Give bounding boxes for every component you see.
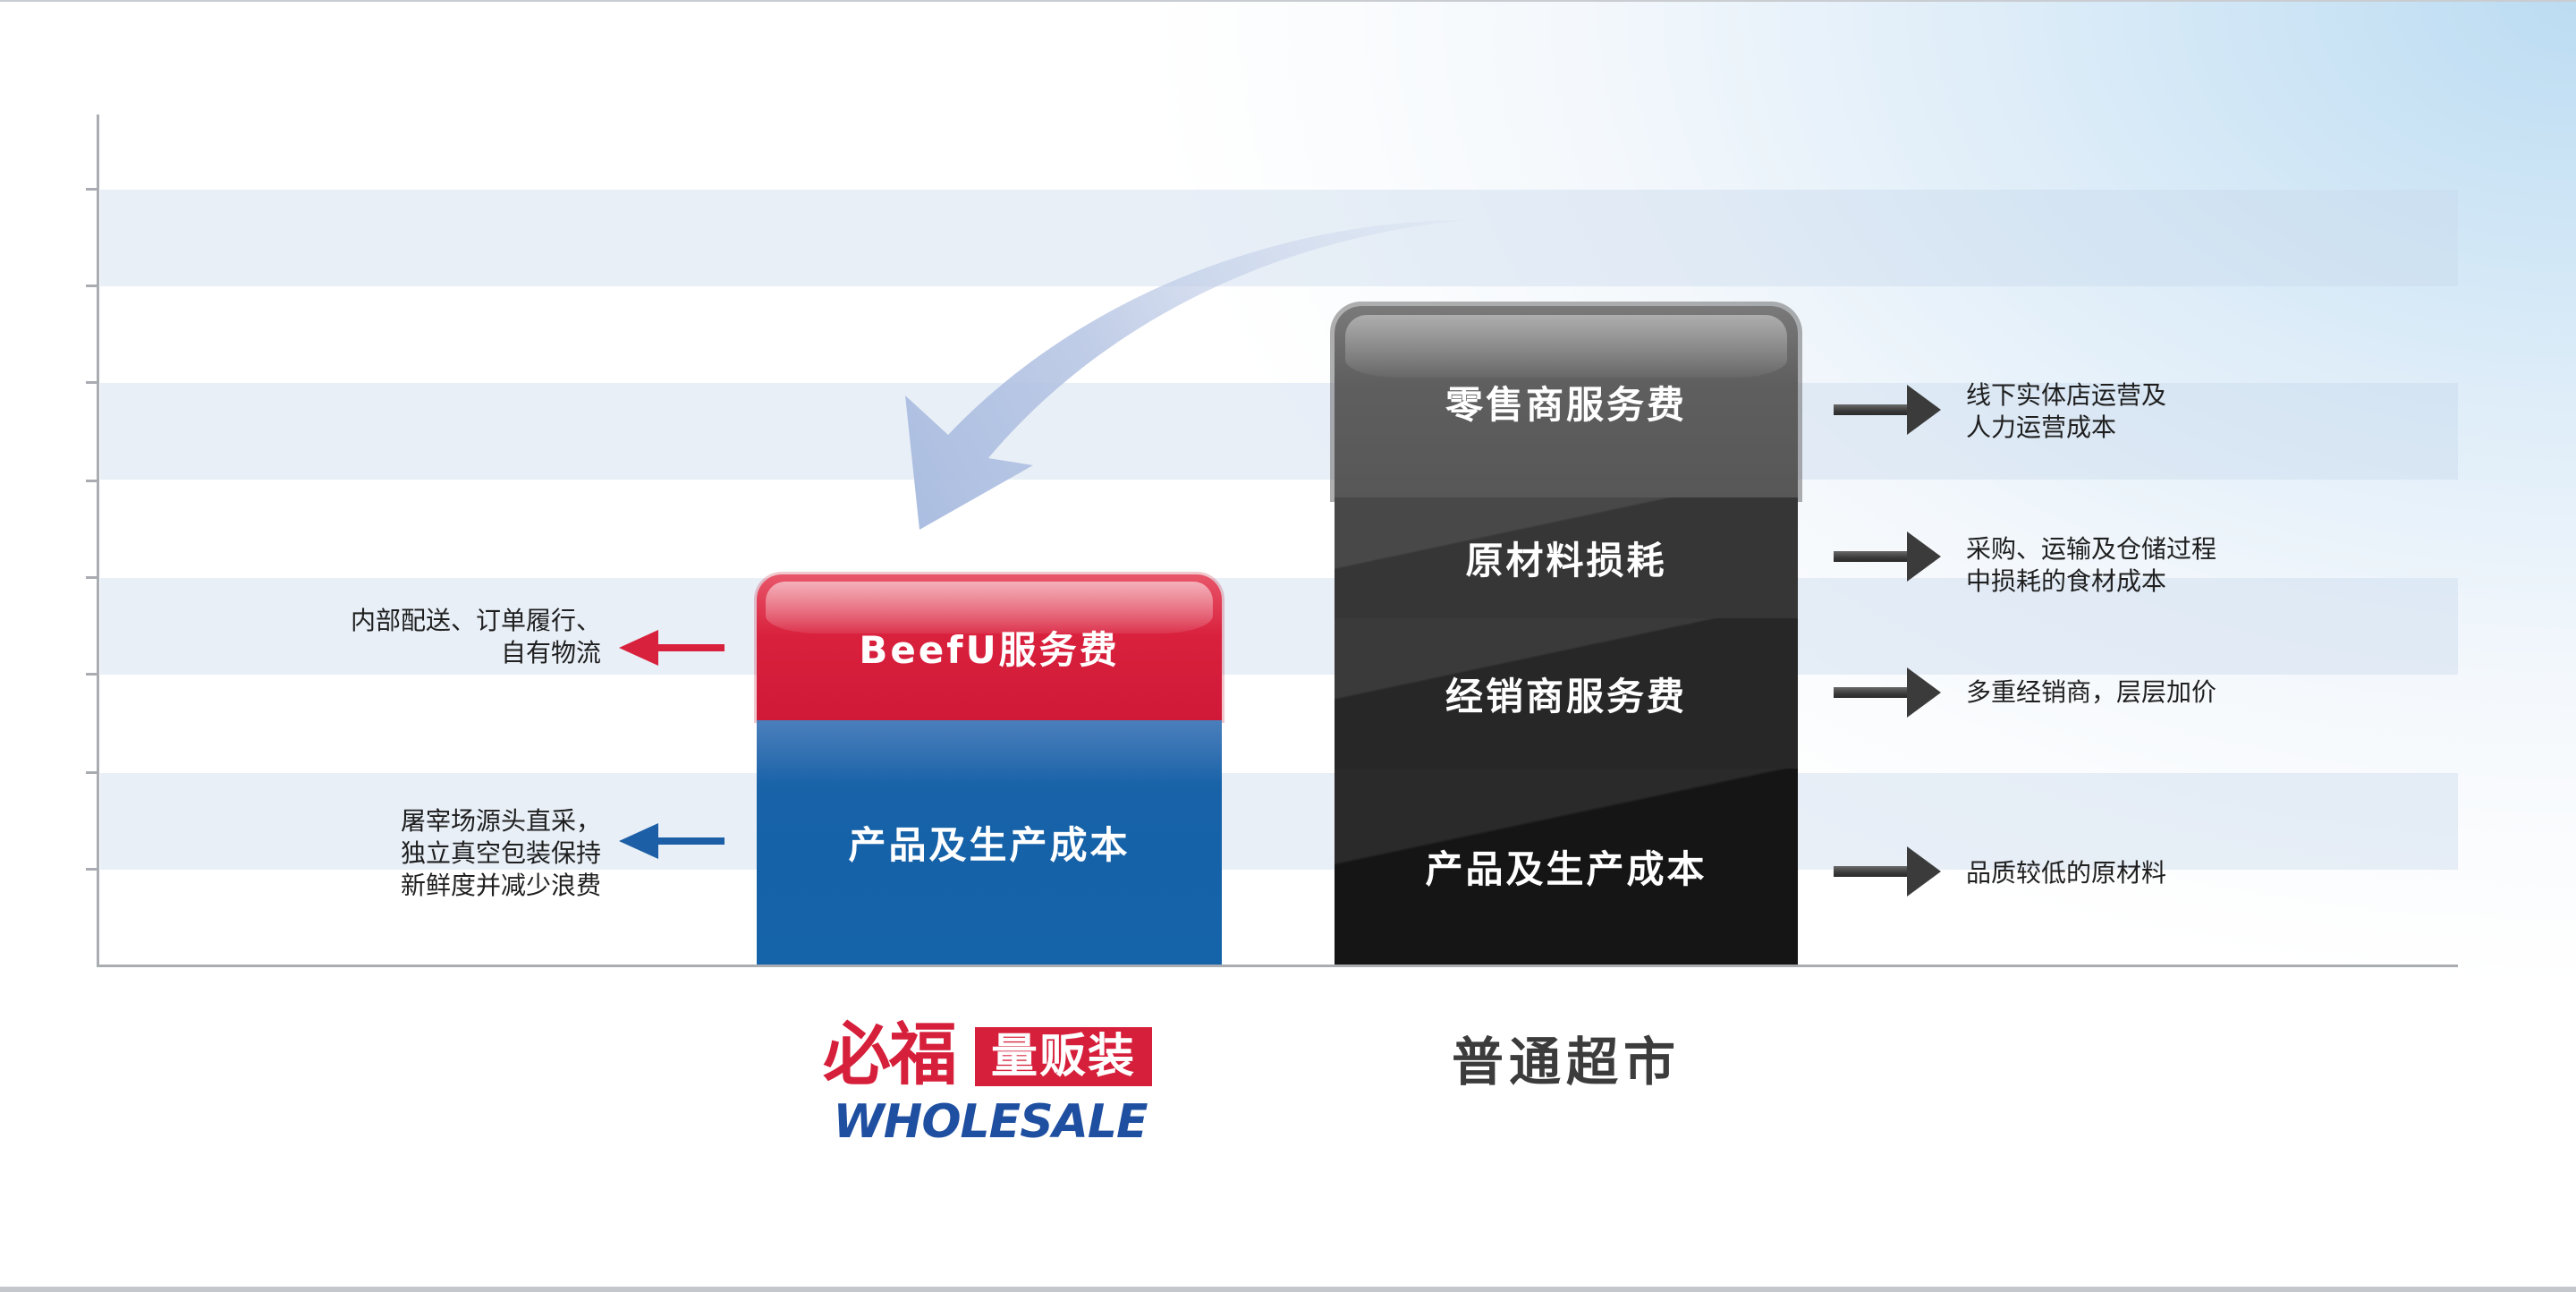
dealer-service-fee-label: 经销商服务费	[1445, 674, 1687, 718]
y-axis-tick	[86, 771, 98, 774]
y-axis-tick	[86, 868, 98, 871]
supermarket-product-cost-label: 产品及生产成本	[1425, 847, 1707, 891]
material-loss-segment: 原材料损耗	[1335, 497, 1798, 618]
background-band	[100, 773, 2458, 870]
background-band	[100, 383, 2458, 480]
top-border	[0, 0, 2576, 2]
y-axis-tick	[86, 576, 98, 579]
beefu-cost-note: 屠宰场源头直采， 独立真空包装保持 新鲜度并减少浪费	[400, 806, 601, 900]
bottom-border	[0, 1287, 2576, 1292]
y-axis-tick	[86, 285, 98, 287]
arrow-right-icon	[1834, 667, 1941, 718]
logo-wholesale-text: WHOLESALE	[833, 1095, 1148, 1149]
arrow-left-icon	[619, 823, 724, 859]
y-axis-tick	[86, 381, 98, 384]
supermarket-product-note: 品质较低的原材料	[1966, 858, 2167, 888]
y-axis-tick	[86, 188, 98, 191]
beefu-product-cost-label: 产品及生产成本	[848, 823, 1131, 867]
beefu-service-fee-segment: BeefU服务费	[757, 574, 1222, 720]
background-band	[100, 190, 2458, 286]
background-band	[100, 578, 2458, 675]
beefu-service-note: 内部配送、订单履行、 自有物流	[350, 606, 601, 667]
arrow-left-icon	[619, 630, 724, 666]
dealer-service-fee-segment: 经销商服务费	[1335, 618, 1798, 769]
supermarket-product-cost-segment: 产品及生产成本	[1335, 769, 1798, 965]
arrow-right-icon	[1834, 385, 1941, 435]
material-loss-label: 原材料损耗	[1465, 539, 1667, 582]
y-axis-tick	[86, 673, 98, 676]
beefu-service-fee-label: BeefU服务费	[859, 628, 1120, 672]
dealer-service-note: 多重经销商，层层加价	[1966, 677, 2217, 707]
retailer-service-fee-label: 零售商服务费	[1445, 382, 1687, 427]
logo-badge: 量贩装	[975, 1027, 1152, 1086]
arrow-right-icon	[1834, 846, 1941, 897]
beefu-product-cost-segment: 产品及生产成本	[757, 720, 1222, 965]
y-axis-tick	[86, 480, 98, 482]
supermarket-label: 普通超市	[1451, 1032, 1681, 1092]
arrow-right-icon	[1834, 531, 1941, 582]
wholesale-logo: 必福 量贩装 WHOLESALE	[814, 1011, 1165, 1159]
retailer-service-fee-segment: 零售商服务费	[1335, 306, 1798, 497]
x-axis	[97, 965, 2458, 967]
logo-brand-name: 必福	[823, 1015, 957, 1094]
retailer-service-note: 线下实体店运营及 人力运营成本	[1966, 380, 2167, 442]
y-axis	[97, 115, 99, 966]
material-loss-note: 采购、运输及仓储过程 中损耗的食材成本	[1966, 534, 2217, 596]
